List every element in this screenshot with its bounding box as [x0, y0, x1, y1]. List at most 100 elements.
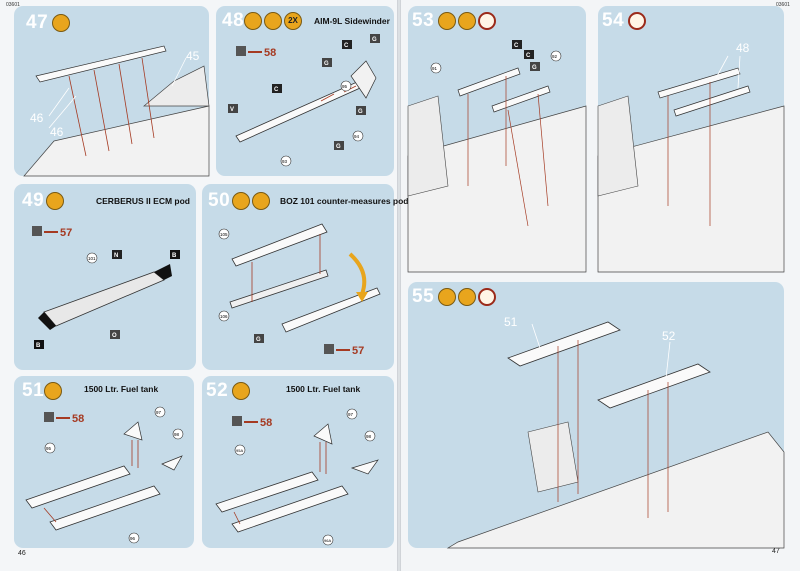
glue-icon [232, 192, 250, 210]
step-number: 47 [26, 12, 49, 33]
paint-code: V [230, 107, 234, 113]
left-page-number: 46 [18, 550, 26, 557]
step-title: BOZ 101 counter-measures pod [280, 196, 409, 206]
step-50-panel: 50 BOZ 101 counter-measures pod 105 106 … [202, 184, 408, 370]
paint-pot-icon [236, 46, 246, 56]
left-header-code: 03601 [6, 2, 20, 8]
glue-icon [232, 382, 250, 400]
clock-icon [628, 12, 646, 30]
paint-code: G [324, 61, 329, 67]
quantity-badge: 2X [284, 12, 302, 30]
ref-52: 52 [662, 329, 676, 343]
part-ref: 97 [348, 412, 354, 417]
step-51-drawing: 58 95 96 97 98 [25, 406, 184, 544]
clock-icon [478, 12, 496, 30]
step-54-panel: 54 48 [597, 6, 785, 273]
step-50-drawing: 105 106 G 57 [218, 223, 381, 357]
part-ref: 95A [236, 448, 243, 453]
goto-step: 58 [264, 47, 276, 59]
step-number: 54 [602, 10, 625, 31]
step-53-panel: 53 91 92 C C G [407, 6, 587, 273]
part-ref: 93 [282, 159, 288, 164]
book-spine [397, 0, 401, 571]
right-header-code: 03601 [776, 2, 790, 8]
paint-code: C [526, 53, 531, 59]
clock-icon [478, 288, 496, 306]
glue-icon [438, 288, 456, 306]
paint-pot-icon [32, 226, 42, 236]
part-ref: 94 [354, 134, 360, 139]
paint-code: N [114, 253, 118, 259]
step-55-drawing: 51 52 [446, 315, 785, 549]
glue-icon [244, 12, 262, 30]
right-page-number: 47 [772, 548, 780, 555]
step-49-panel: 49 CERBERUS II ECM pod 57 101 N B O B [14, 184, 196, 370]
ref-45: 45 [186, 49, 200, 63]
ref-51: 51 [504, 315, 518, 329]
goto-step: 57 [60, 227, 72, 239]
paint-code: B [36, 343, 41, 349]
step-52-drawing: 58 95A 96A 97 98 [215, 408, 379, 546]
step-number: 55 [412, 286, 435, 307]
step-number: 48 [222, 10, 245, 31]
part-ref: 106 [220, 314, 228, 319]
step-47-panel: 47 46 46 45 [14, 6, 210, 177]
ref-46a: 46 [30, 111, 44, 125]
goto-step: 57 [352, 345, 364, 357]
step-49-drawing: 57 101 N B O B [32, 226, 180, 349]
paint-icon [252, 192, 270, 210]
part-ref: 92 [552, 54, 558, 59]
glue-icon [52, 14, 70, 32]
step-47-drawing: 46 46 45 [23, 45, 210, 177]
ref-48: 48 [736, 41, 750, 55]
step-48-drawing: 58 C G G G C V G 93 94 95 [228, 34, 380, 167]
paint-code: G [372, 37, 377, 43]
step-number: 51 [22, 380, 45, 401]
paint-icon [458, 288, 476, 306]
paint-code: G [256, 337, 261, 343]
step-48-panel: 48 2X AIM-9L Sidewinder 58 C G G G C V G… [216, 6, 394, 176]
ref-46b: 46 [50, 125, 64, 139]
part-ref: 96 [130, 536, 136, 541]
part-ref: 97 [156, 410, 162, 415]
goto-step: 58 [72, 413, 84, 425]
part-ref: 95 [46, 446, 52, 451]
step-51-panel: 51 1500 Ltr. Fuel tank 58 95 96 97 98 [14, 376, 194, 548]
step-number: 49 [22, 190, 45, 211]
glue-icon [44, 382, 62, 400]
step-number: 52 [206, 380, 229, 401]
glue-icon [46, 192, 64, 210]
step-53-drawing: 91 92 C C G [407, 40, 587, 273]
goto-step: 58 [260, 417, 272, 429]
step-title: 1500 Ltr. Fuel tank [286, 384, 361, 394]
paint-code: C [514, 43, 519, 49]
paint-pot-icon [44, 412, 54, 422]
part-ref: 98 [366, 434, 372, 439]
paint-code: G [358, 109, 363, 115]
step-54-drawing: 48 [597, 41, 785, 273]
step-title: AIM-9L Sidewinder [314, 16, 390, 26]
part-ref: 105 [220, 232, 228, 237]
step-55-panel: 55 51 52 [408, 282, 785, 549]
step-title: 1500 Ltr. Fuel tank [84, 384, 159, 394]
paint-code: G [532, 65, 537, 71]
paint-code: B [172, 253, 177, 259]
paint-icon [264, 12, 282, 30]
step-title: CERBERUS II ECM pod [96, 196, 190, 206]
paint-code: O [112, 333, 117, 339]
part-ref: 91 [432, 66, 438, 71]
step-52-panel: 52 1500 Ltr. Fuel tank 58 95A 96A 97 98 [202, 376, 394, 548]
paint-pot-icon [232, 416, 242, 426]
part-ref: 95 [342, 84, 348, 89]
glue-icon [438, 12, 456, 30]
part-ref: 98 [174, 432, 180, 437]
part-ref: 101 [88, 256, 96, 261]
paint-code: G [336, 144, 341, 150]
part-ref: 96A [324, 538, 331, 543]
paint-code: C [274, 87, 279, 93]
step-number: 50 [208, 190, 231, 211]
paint-pot-icon [324, 344, 334, 354]
step-number: 53 [412, 10, 435, 31]
paint-code: C [344, 43, 349, 49]
paint-icon [458, 12, 476, 30]
